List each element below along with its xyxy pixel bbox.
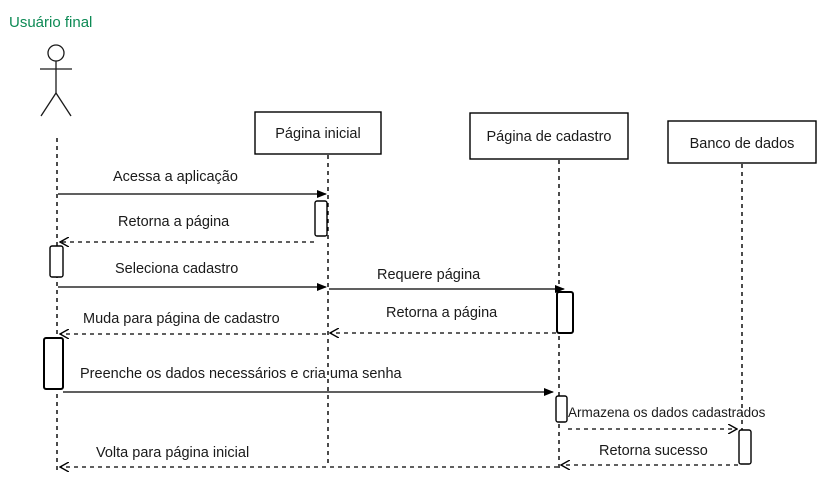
activation-bar (555, 395, 568, 423)
message-label: Acessa a aplicação (113, 169, 238, 185)
message-armazena: Armazena os dados cadastrados (568, 405, 766, 429)
participant-banco-dados: Banco de dados (667, 120, 817, 164)
message-seleciona: Seleciona cadastro (58, 261, 327, 291)
message-label: Armazena os dados cadastrados (568, 405, 766, 420)
message-label: Seleciona cadastro (115, 261, 238, 277)
participant-pagina-inicial: Página inicial (254, 111, 382, 155)
message-acessa: Acessa a aplicação (58, 169, 327, 198)
message-label: Retorna a página (386, 305, 498, 321)
message-preenche: Preenche os dados necessários e cria uma… (63, 366, 554, 396)
message-volta: Volta para página inicial (60, 445, 558, 467)
message-label: Volta para página inicial (96, 445, 249, 461)
message-label: Retorna sucesso (599, 443, 708, 459)
activation-bar (556, 291, 574, 334)
participant-pagina-cadastro: Página de cadastro (469, 112, 629, 160)
activation-bar (738, 429, 752, 465)
participant-label: Banco de dados (690, 136, 795, 152)
message-sucesso: Retorna sucesso (561, 443, 738, 465)
message-label: Muda para página de cadastro (83, 311, 280, 327)
message-retorna-1: Retorna a página (60, 214, 314, 242)
message-label: Retorna a página (118, 214, 230, 230)
message-label: Preenche os dados necessários e cria uma… (80, 366, 403, 382)
message-muda: Muda para página de cadastro (60, 311, 326, 334)
message-label: Requere página (377, 267, 481, 283)
participant-label: Página inicial (275, 126, 360, 142)
activation-bar (314, 200, 328, 237)
activation-bar (49, 245, 64, 278)
message-retorna-2: Retorna a página (330, 305, 556, 333)
actor-label: Usuário final (9, 14, 92, 31)
stick-figure-icon (40, 44, 72, 117)
participant-label: Página de cadastro (487, 129, 612, 145)
message-requere: Requere página (329, 267, 565, 293)
activation-bar (43, 337, 64, 390)
